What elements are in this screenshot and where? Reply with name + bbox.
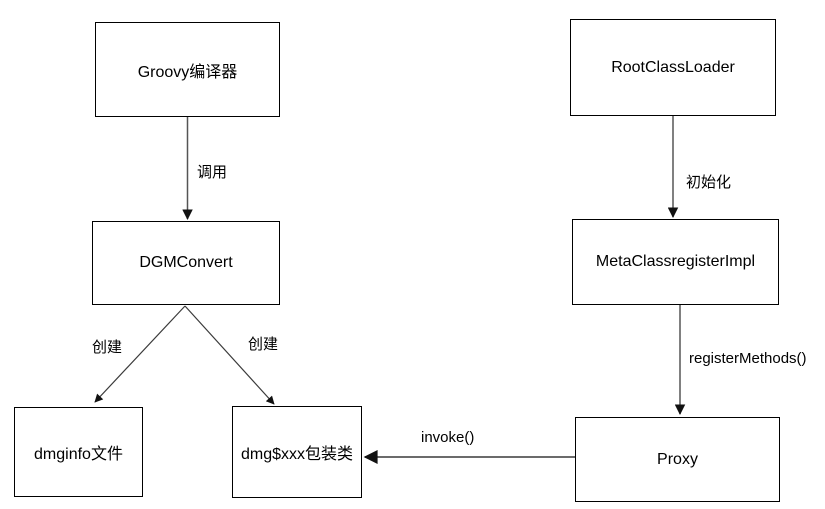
node-dmginfo-file: dmginfo文件: [14, 407, 143, 497]
node-proxy-label: Proxy: [657, 450, 698, 468]
edge-create-right-arrow: [184, 305, 275, 405]
edge-label-create-left: 创建: [92, 339, 123, 356]
edge-create-left-arrow: [94, 305, 186, 403]
node-dmg-wrapper-class: dmg$xxx包装类: [232, 406, 362, 498]
node-dgm-convert: DGMConvert: [92, 221, 280, 305]
edge-label-init: 初始化: [686, 174, 732, 191]
node-meta-class-register-impl: MetaClassregisterImpl: [572, 219, 779, 305]
node-root-class-loader: RootClassLoader: [570, 19, 776, 116]
edge-label-register-methods: registerMethods(): [689, 350, 807, 367]
edge-label-invoke: invoke(): [421, 429, 475, 446]
edge-label-create-right: 创建: [248, 336, 279, 353]
node-proxy: Proxy: [575, 417, 780, 502]
node-dgm-convert-label: DGMConvert: [139, 254, 233, 271]
edge-label-call: 调用: [197, 164, 228, 181]
node-groovy-compiler-label: Groovy编译器: [137, 63, 238, 81]
node-groovy-compiler: Groovy编译器: [95, 22, 280, 117]
node-root-class-loader-label: RootClassLoader: [611, 58, 735, 76]
node-dmginfo-file-label: dmginfo文件: [34, 446, 123, 463]
node-dmg-wrapper-class-label: dmg$xxx包装类: [240, 446, 354, 463]
node-meta-class-register-impl-label: MetaClassregisterImpl: [595, 253, 756, 270]
